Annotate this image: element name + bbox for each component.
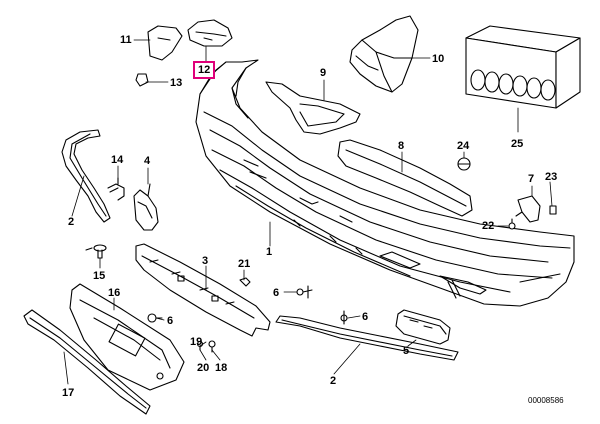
panel-part-16	[69, 283, 185, 391]
clip-part-13	[135, 73, 149, 87]
callout-13[interactable]: 13	[170, 77, 183, 89]
callout-15[interactable]: 15	[93, 270, 106, 282]
clip-part-14	[107, 177, 125, 201]
clip-part-15	[85, 244, 107, 259]
callout-21[interactable]: 21	[238, 258, 251, 270]
callout-6-left[interactable]: 6	[167, 315, 174, 327]
callout-8[interactable]: 8	[398, 140, 405, 152]
diagram-code: 00008586	[528, 396, 564, 405]
callout-18[interactable]: 18	[215, 362, 228, 374]
screw-part-22	[508, 218, 516, 230]
callout-17[interactable]: 17	[62, 387, 75, 399]
screw-part-6-middle	[340, 310, 348, 325]
bracket-bar-part-3	[135, 243, 271, 337]
callout-25[interactable]: 25	[511, 138, 524, 150]
lower-strip-part-17	[23, 309, 151, 415]
callout-24[interactable]: 24	[457, 140, 470, 152]
callout-2-bottom[interactable]: 2	[330, 375, 337, 387]
trim-part-9	[265, 81, 361, 135]
callout-20[interactable]: 20	[197, 362, 210, 374]
bracket-part-7	[515, 195, 541, 223]
callout-1[interactable]: 1	[266, 246, 273, 258]
bumper-cover-part-1	[195, 59, 575, 307]
callout-3[interactable]: 3	[202, 255, 209, 267]
grille-part-8	[337, 139, 473, 217]
callout-16[interactable]: 16	[108, 287, 121, 299]
callout-7[interactable]: 7	[528, 173, 535, 185]
callout-23[interactable]: 23	[545, 171, 558, 183]
nut-part-21	[239, 277, 251, 287]
grommet-part-24	[457, 157, 471, 171]
callout-10[interactable]: 10	[432, 53, 445, 65]
screw-part-6-upper	[296, 285, 313, 299]
callout-6-middle[interactable]: 6	[362, 311, 369, 323]
callout-2-left[interactable]: 2	[68, 216, 75, 228]
callout-12-highlighted[interactable]: 12	[193, 61, 216, 79]
fog-lamp-part-5	[395, 309, 451, 345]
screw-part-6-left	[147, 313, 163, 323]
small-parts-18-20	[196, 340, 216, 353]
bracket-part-11	[147, 25, 183, 61]
callout-4[interactable]: 4	[144, 155, 151, 167]
duct-part-10	[349, 15, 419, 93]
bracket-part-4	[133, 183, 159, 231]
callout-6-upper[interactable]: 6	[273, 287, 280, 299]
leader-lines	[63, 39, 553, 385]
callout-5[interactable]: 5	[403, 345, 410, 357]
callout-22[interactable]: 22	[482, 220, 495, 232]
bracket-part-12	[187, 19, 233, 47]
callout-11[interactable]: 11	[120, 34, 132, 46]
lower-molding-part-2-bottom	[275, 315, 459, 361]
callout-14[interactable]: 14	[111, 154, 124, 166]
clip-part-23	[549, 205, 557, 215]
callout-19[interactable]: 19	[190, 336, 203, 348]
callout-9[interactable]: 9	[320, 67, 327, 79]
box-part-25	[465, 25, 581, 109]
side-molding-part-2-left	[61, 129, 111, 223]
